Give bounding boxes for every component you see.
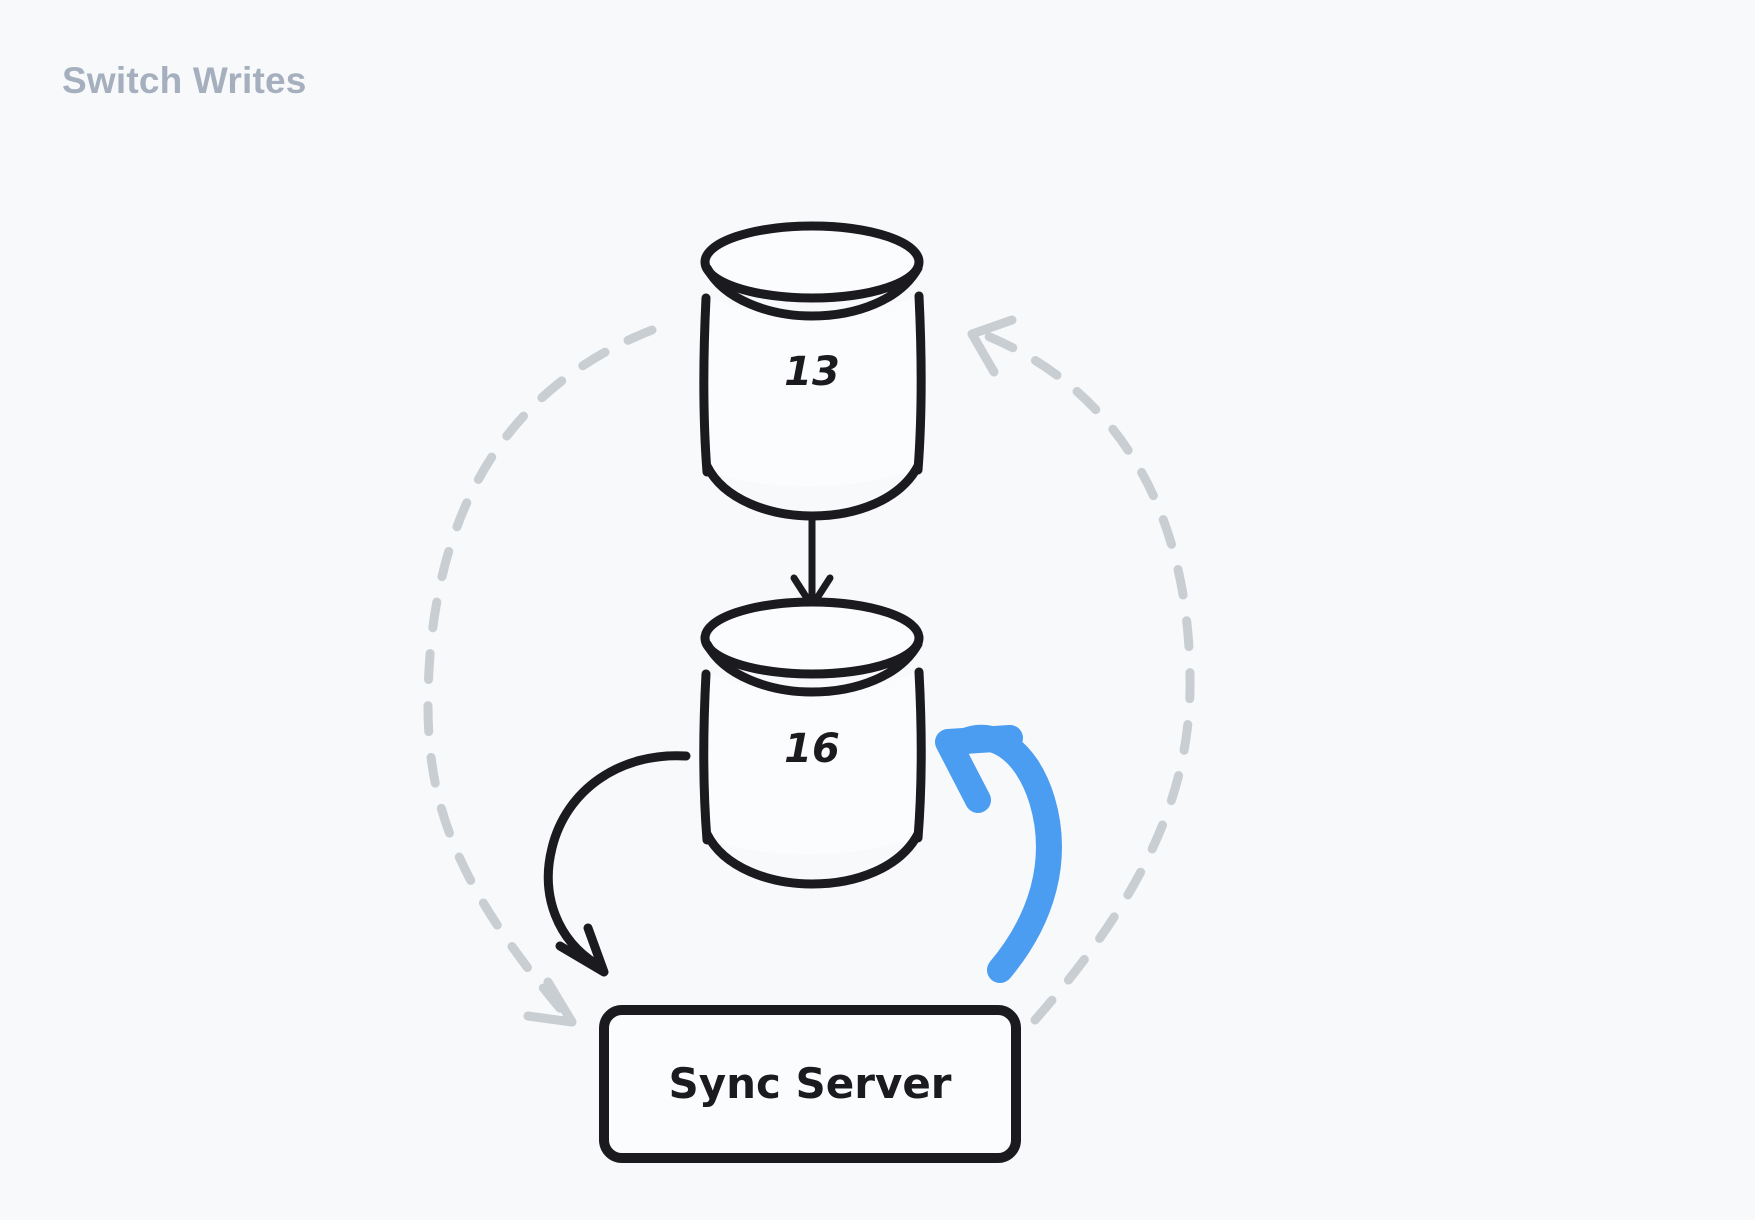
arrow-db13-to-db16 [790, 512, 834, 610]
sync-server-box[interactable]: Sync Server [599, 1005, 1021, 1163]
database-cylinder-13[interactable]: 13 [699, 221, 926, 521]
dashed-arrow-sync-server-to-db13 [967, 315, 1195, 1025]
arrow-db16-to-sync-server [543, 751, 691, 977]
arrow-sync-server-to-db16 [935, 724, 1062, 983]
database-cylinder-16-label: 16 [784, 726, 840, 772]
database-cylinder-16[interactable]: 16 [699, 597, 926, 889]
page-title: Switch Writes [62, 60, 307, 101]
sync-server-label: Sync Server [668, 1059, 951, 1108]
database-cylinder-13-label: 13 [784, 349, 840, 395]
dashed-arrow-db13-to-sync-server [423, 325, 657, 1027]
